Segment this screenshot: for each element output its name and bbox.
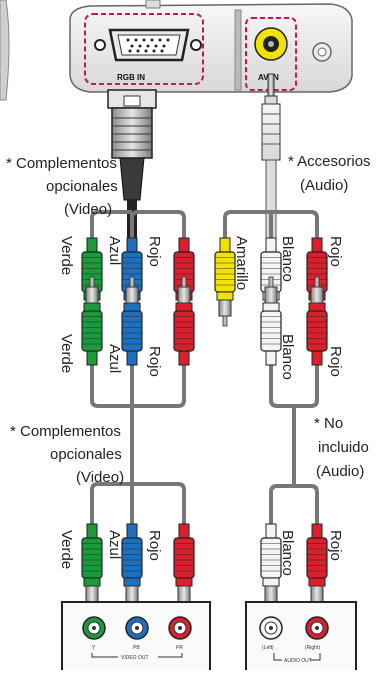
plug-yellow <box>214 237 236 327</box>
note-line: incluido <box>318 439 369 456</box>
plug-label-blue: Azul <box>106 236 123 265</box>
plug-white <box>260 523 282 613</box>
note-line: (Video) <box>76 469 124 486</box>
projector-body <box>69 0 353 93</box>
plug-labels: Verde Azul Rojo Verde Azul Rojo Verde Az… <box>58 236 344 576</box>
cable-wires <box>90 210 319 524</box>
plug-white <box>260 276 282 366</box>
rgb-port-highlight <box>84 13 204 85</box>
video-out-label: VIDEO OUT <box>121 655 149 661</box>
plug-label-green: Verde <box>58 334 75 373</box>
rgb-in-port: RGB IN <box>84 13 204 85</box>
note-line: * Accesorios <box>288 153 371 170</box>
note-line: (Audio) <box>300 177 348 194</box>
plug-blue <box>121 276 143 366</box>
right-note-mid: * No incluido (Audio) <box>314 415 369 480</box>
plug-green <box>81 523 103 613</box>
note-line: (Audio) <box>316 463 364 480</box>
note-line: opcionales <box>46 178 118 195</box>
note-line: (Video) <box>64 201 112 218</box>
port-label: PB <box>133 645 140 651</box>
plug-label-white: Blanco <box>279 236 296 282</box>
plug-green <box>81 276 103 366</box>
av-port-highlight <box>245 17 297 91</box>
note-line: * No <box>314 415 343 432</box>
plug-red <box>173 276 195 366</box>
note-line: * Complementos <box>10 423 121 440</box>
plug-label-red: Rojo <box>327 236 344 267</box>
rca-plugs <box>81 237 328 613</box>
plug-label-blue: Azul <box>106 344 123 373</box>
plug-label-green: Verde <box>58 530 75 569</box>
plug-label-blue: Azul <box>106 530 123 559</box>
plug-red <box>306 276 328 366</box>
plug-label-red: Rojo <box>327 530 344 561</box>
plug-label-white: Blanco <box>279 530 296 576</box>
rgb-in-label: RGB IN <box>117 73 145 82</box>
plug-red <box>306 523 328 613</box>
vga-connector <box>107 89 157 250</box>
plug-label-red: Rojo <box>146 346 163 377</box>
plug-label-red: Rojo <box>327 346 344 377</box>
port-label: Y <box>92 645 96 651</box>
audio-source-device: (Left) (Right) AUDIO OUT <box>245 601 357 670</box>
plug-label-red: Rojo <box>146 530 163 561</box>
note-line: * Complementos <box>6 155 117 172</box>
av-cable-plug <box>261 73 281 251</box>
audio-out-label: AUDIO OUT <box>284 658 312 664</box>
right-note-top: * Accesorios (Audio) <box>288 153 371 194</box>
plug-label-white: Blanco <box>279 334 296 380</box>
left-note-mid: * Complementos opcionales (Video) <box>10 423 124 486</box>
plug-label-green: Verde <box>58 236 75 275</box>
plug-label-yellow: Amarillo <box>233 236 250 290</box>
plug-blue <box>121 523 143 613</box>
adjacent-device-edge <box>0 0 10 101</box>
plug-label-red: Rojo <box>146 236 163 267</box>
port-label: (Right) <box>305 645 320 651</box>
plug-red <box>173 523 195 613</box>
video-source-device: Y PB PR VIDEO OUT <box>61 601 211 670</box>
note-line: opcionales <box>50 446 122 463</box>
left-note-top: * Complementos opcionales (Video) <box>6 155 118 218</box>
port-label: (Left) <box>262 645 274 651</box>
port-label: PR <box>176 645 183 651</box>
